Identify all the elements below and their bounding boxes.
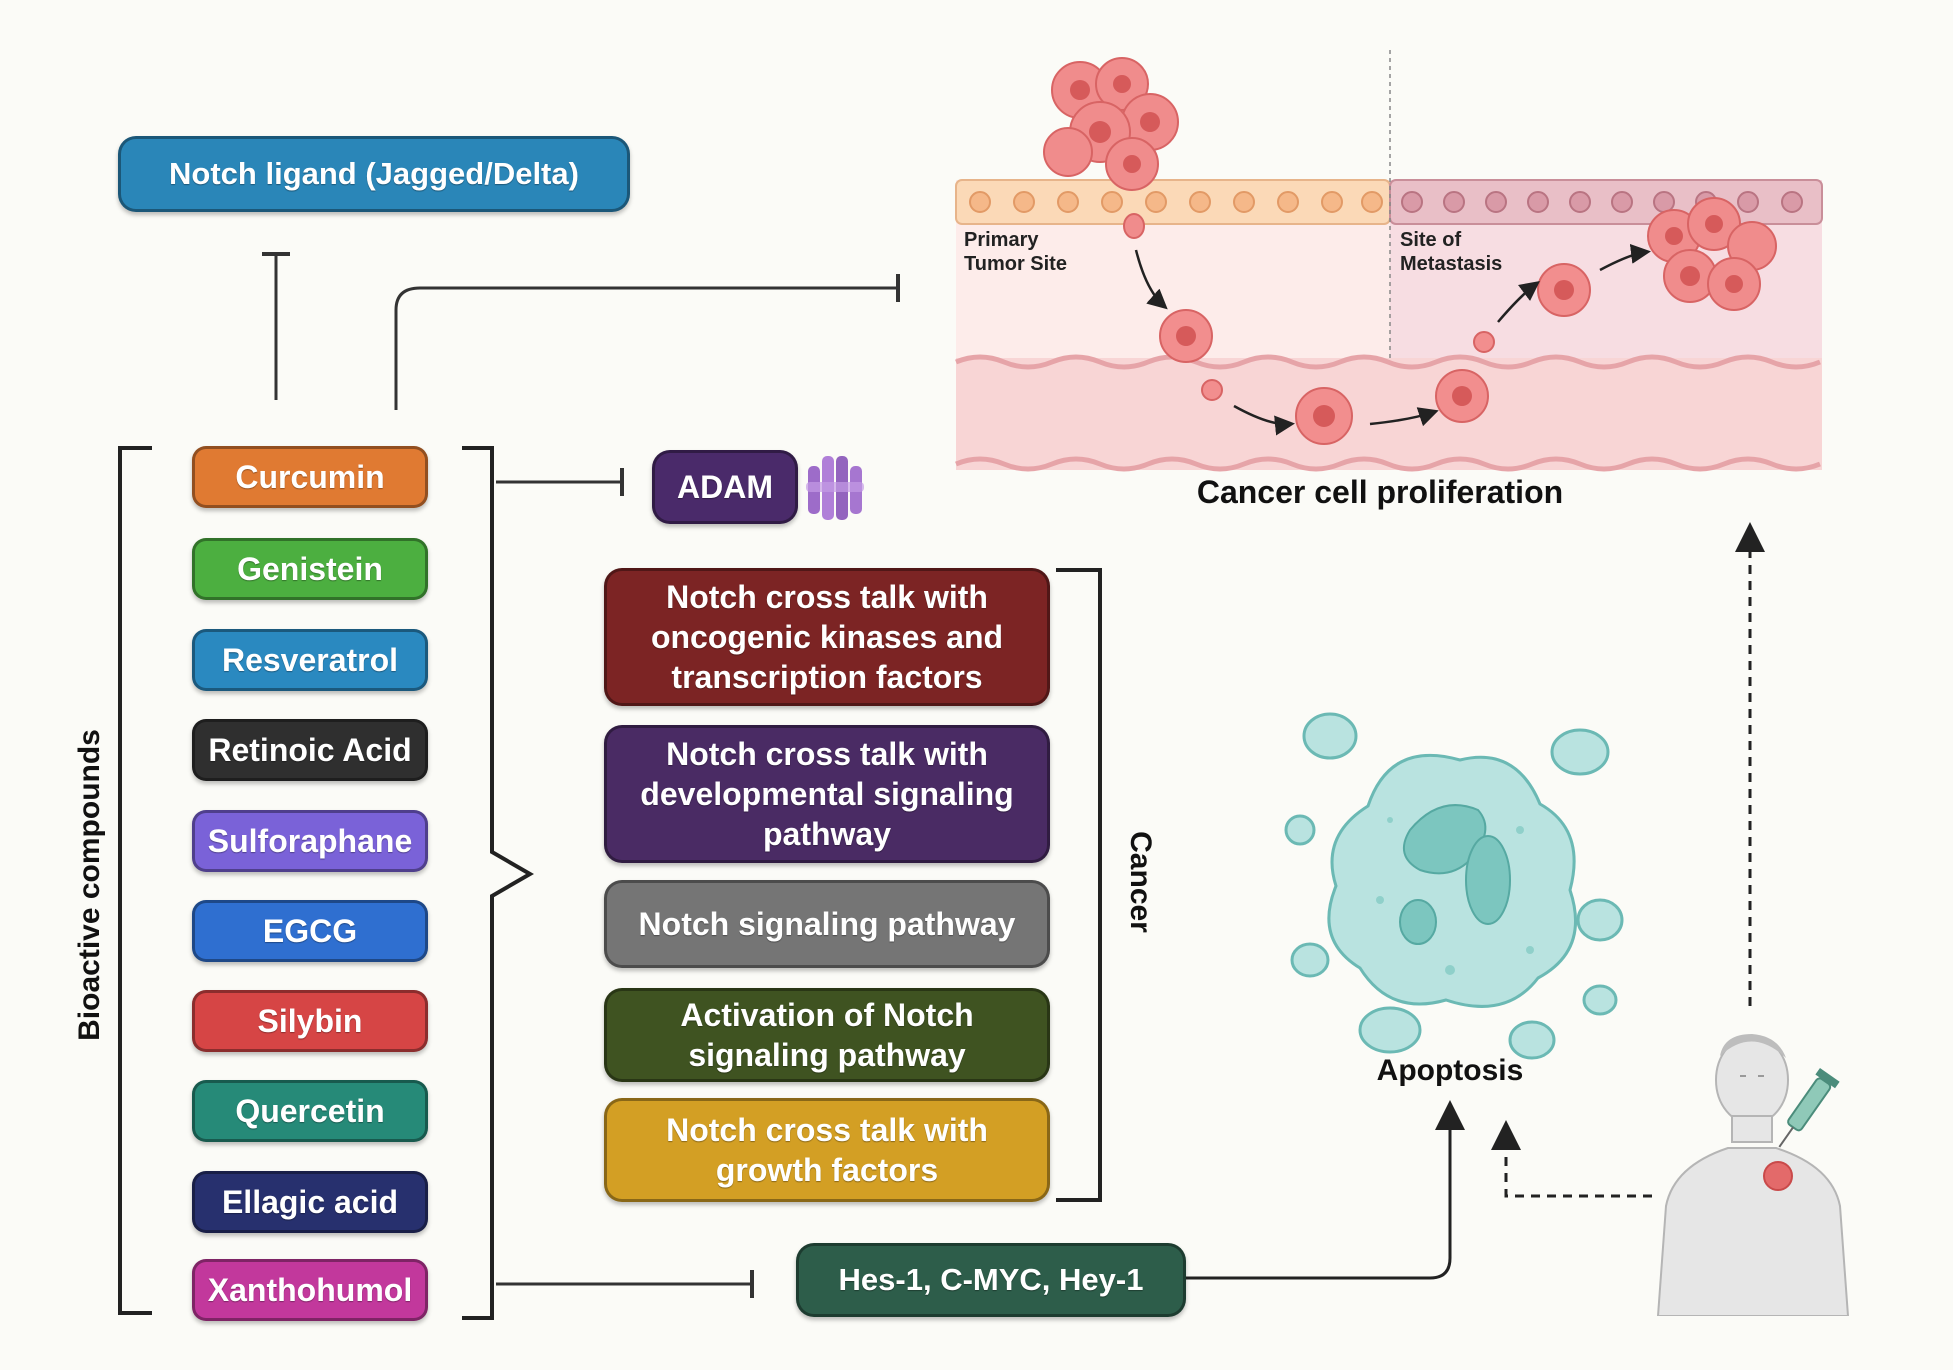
cancer-pathway-box-2: Notch cross talk with developmental sign… bbox=[604, 725, 1050, 863]
hes-cmyc-hey-box: Hes-1, C-MYC, Hey-1 bbox=[796, 1243, 1186, 1317]
hes-to-apoptosis-arrow bbox=[1186, 1100, 1465, 1280]
apoptotic-cell-icon bbox=[1284, 712, 1624, 1060]
metastasis-site-label: Site of Metastasis bbox=[1400, 229, 1503, 275]
compound-ellagic-acid: Ellagic acid bbox=[192, 1171, 428, 1233]
cancer-proliferation-illustration bbox=[955, 50, 1823, 472]
patient-to-apoptosis-arrow bbox=[1491, 1120, 1652, 1198]
inhibit-adam-line bbox=[496, 468, 624, 496]
compound-silybin: Silybin bbox=[192, 990, 428, 1052]
cancer-bracket bbox=[1056, 568, 1102, 1202]
compound-bracket bbox=[462, 446, 534, 1320]
cancer-pathway-box-1: Notch cross talk with oncogenic kinases … bbox=[604, 568, 1050, 706]
inhibit-hes-line bbox=[496, 1270, 754, 1298]
adam-protein-icon bbox=[806, 456, 864, 520]
left-bracket bbox=[118, 446, 152, 1315]
compound-quercetin: Quercetin bbox=[192, 1080, 428, 1142]
compound-genistein: Genistein bbox=[192, 538, 428, 600]
adam-box: ADAM bbox=[652, 450, 798, 524]
compound-resveratrol: Resveratrol bbox=[192, 629, 428, 691]
compound-retinoic-acid: Retinoic Acid bbox=[192, 719, 428, 781]
inhibit-proliferation-line bbox=[394, 274, 900, 410]
proliferation-title: Cancer cell proliferation bbox=[1196, 474, 1564, 510]
compound-sulforaphane: Sulforaphane bbox=[192, 810, 428, 872]
apoptosis-label: Apoptosis bbox=[1376, 1054, 1524, 1087]
compound-xanthohumol: Xanthohumol bbox=[192, 1259, 428, 1321]
cancer-pathway-box-5: Notch cross talk with growth factors bbox=[604, 1098, 1050, 1202]
bioactive-compounds-label: Bioactive compounds bbox=[73, 729, 106, 1041]
notch-ligand-box: Notch ligand (Jagged/Delta) bbox=[118, 136, 630, 212]
cancer-label: Cancer bbox=[1124, 831, 1157, 933]
patient-figure-icon bbox=[1656, 1034, 1850, 1316]
compound-curcumin: Curcumin bbox=[192, 446, 428, 508]
primary-tumor-site-label: Primary Tumor Site bbox=[964, 229, 1067, 275]
compound-egcg: EGCG bbox=[192, 900, 428, 962]
cancer-pathway-box-4: Activation of Notch signaling pathway bbox=[604, 988, 1050, 1082]
inhibit-ligand-line bbox=[262, 252, 290, 400]
cancer-pathway-box-3: Notch signaling pathway bbox=[604, 880, 1050, 968]
